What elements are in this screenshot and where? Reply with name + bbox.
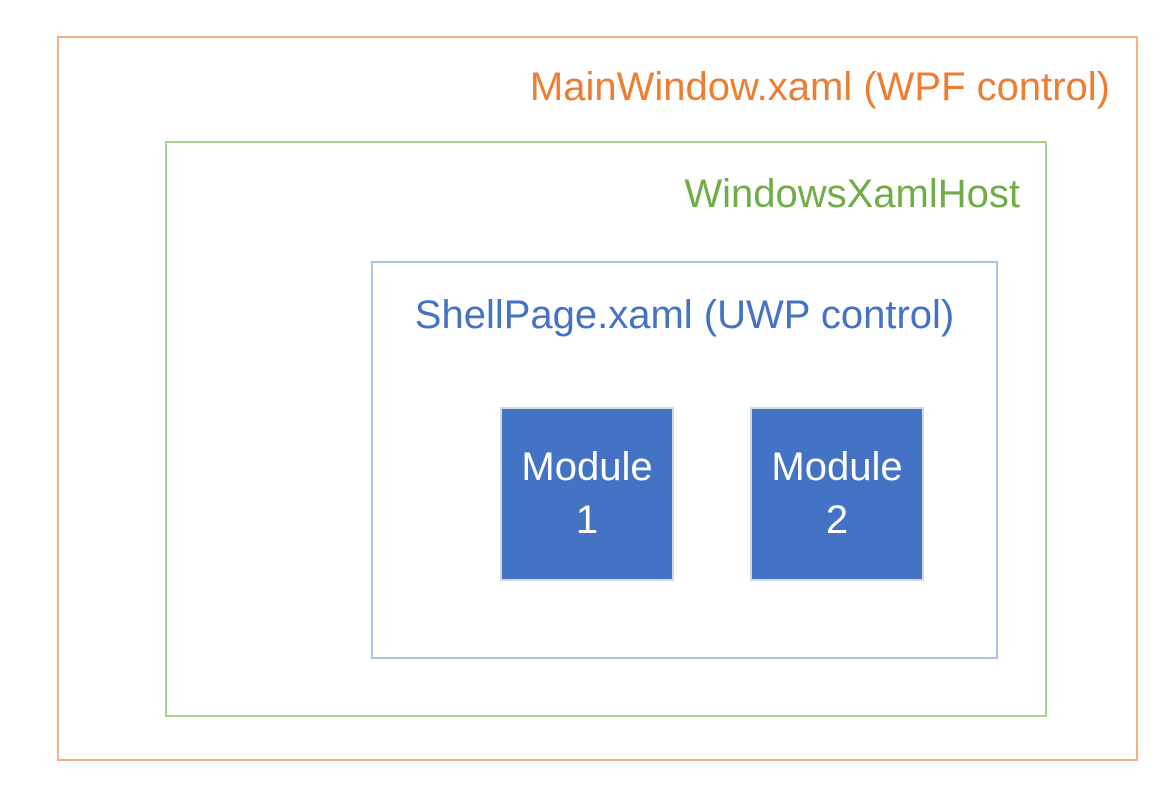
- mainwindow-wpf-box: MainWindow.xaml (WPF control) WindowsXam…: [57, 36, 1138, 761]
- module-1-label-line2: 1: [575, 498, 599, 542]
- module-1-box: Module 1: [500, 407, 674, 581]
- module-1-label-line1: Module: [521, 445, 653, 489]
- shellpage-uwp-label: ShellPage.xaml (UWP control): [414, 293, 955, 337]
- shellpage-uwp-box: ShellPage.xaml (UWP control) Module 1 Mo…: [371, 261, 998, 659]
- module-2-label-line2: 2: [825, 498, 849, 542]
- module-2-box: Module 2: [750, 407, 924, 581]
- mainwindow-wpf-label: MainWindow.xaml (WPF control): [529, 65, 1110, 109]
- windows-xaml-host-box: WindowsXamlHost ShellPage.xaml (UWP cont…: [165, 141, 1047, 717]
- module-2-label-line1: Module: [771, 445, 903, 489]
- windows-xaml-host-label: WindowsXamlHost: [684, 172, 1020, 216]
